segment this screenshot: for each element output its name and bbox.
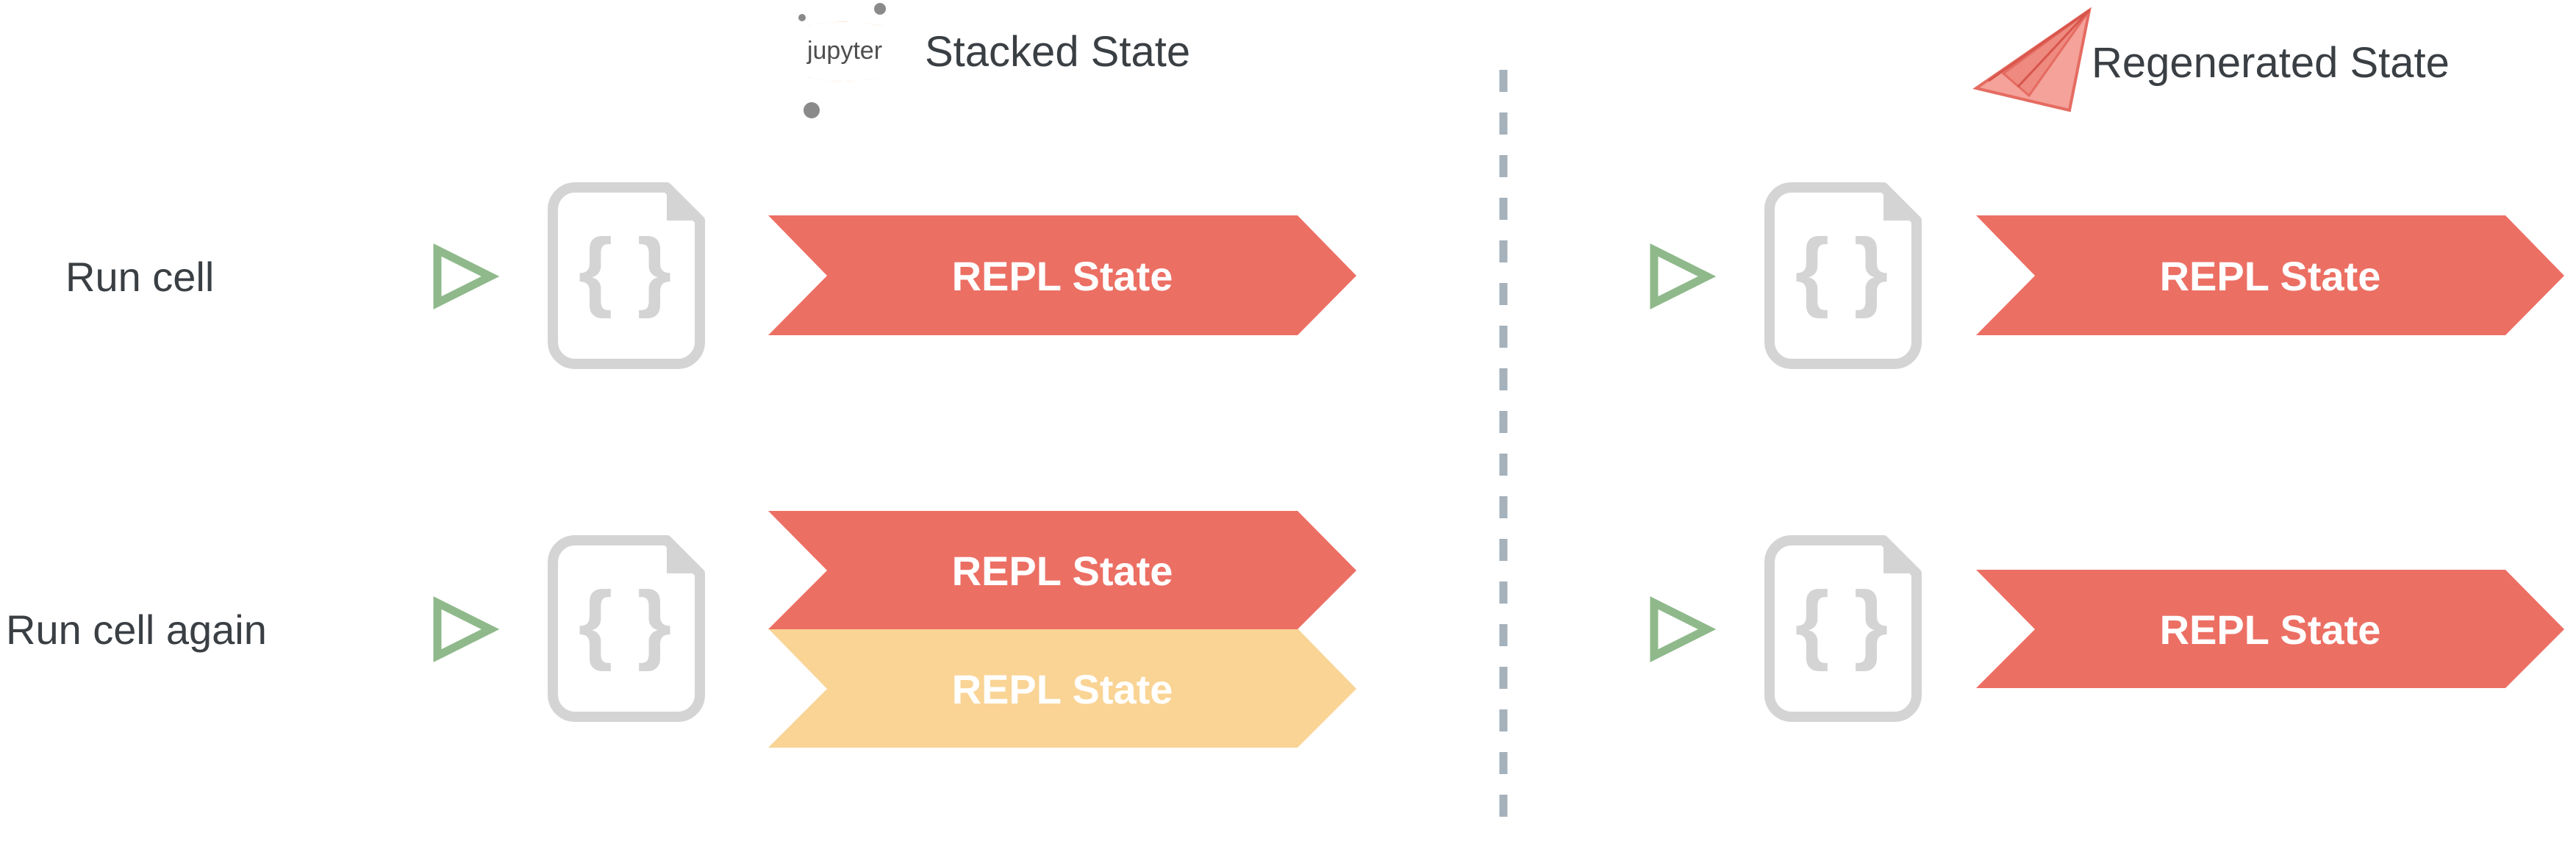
- code-file-icon: { }: [1764, 535, 1922, 722]
- jupyter-logo-icon: jupyter: [798, 3, 886, 118]
- svg-text:{ }: { }: [1795, 221, 1889, 319]
- repl-state-label: REPL State: [2160, 606, 2381, 653]
- play-icon[interactable]: [1650, 596, 1717, 662]
- row-label-run-cell-again: Run cell again: [6, 606, 267, 653]
- code-file-icon: { }: [1764, 182, 1922, 369]
- play-icon[interactable]: [433, 596, 500, 662]
- repl-state-chevron: REPL State: [1976, 570, 2564, 688]
- paper-plane-icon: [1972, 7, 2092, 112]
- repl-state-chevron: REPL State: [1976, 215, 2564, 335]
- repl-state-label: REPL State: [2160, 253, 2381, 299]
- regenerated-state-title: Regenerated State: [2092, 39, 2450, 87]
- row-label-run-cell: Run cell: [65, 254, 214, 300]
- repl-state-label: REPL State: [952, 253, 1173, 299]
- repl-state-chevron: REPL State: [768, 215, 1356, 335]
- play-icon[interactable]: [1650, 243, 1717, 309]
- repl-state-chevron-stale: REPL State: [768, 629, 1356, 748]
- jupyter-logo-text: jupyter: [806, 37, 882, 65]
- repl-state-label: REPL State: [952, 548, 1173, 594]
- code-file-icon: { }: [548, 535, 705, 722]
- svg-text:{ }: { }: [579, 573, 672, 672]
- repl-state-label: REPL State: [952, 666, 1173, 712]
- svg-text:{ }: { }: [579, 221, 672, 319]
- code-file-icon: { }: [548, 182, 705, 369]
- svg-text:{ }: { }: [1795, 573, 1889, 672]
- repl-state-chevron: REPL State: [768, 511, 1356, 629]
- play-icon[interactable]: [433, 243, 500, 309]
- stacked-state-title: Stacked State: [925, 28, 1190, 76]
